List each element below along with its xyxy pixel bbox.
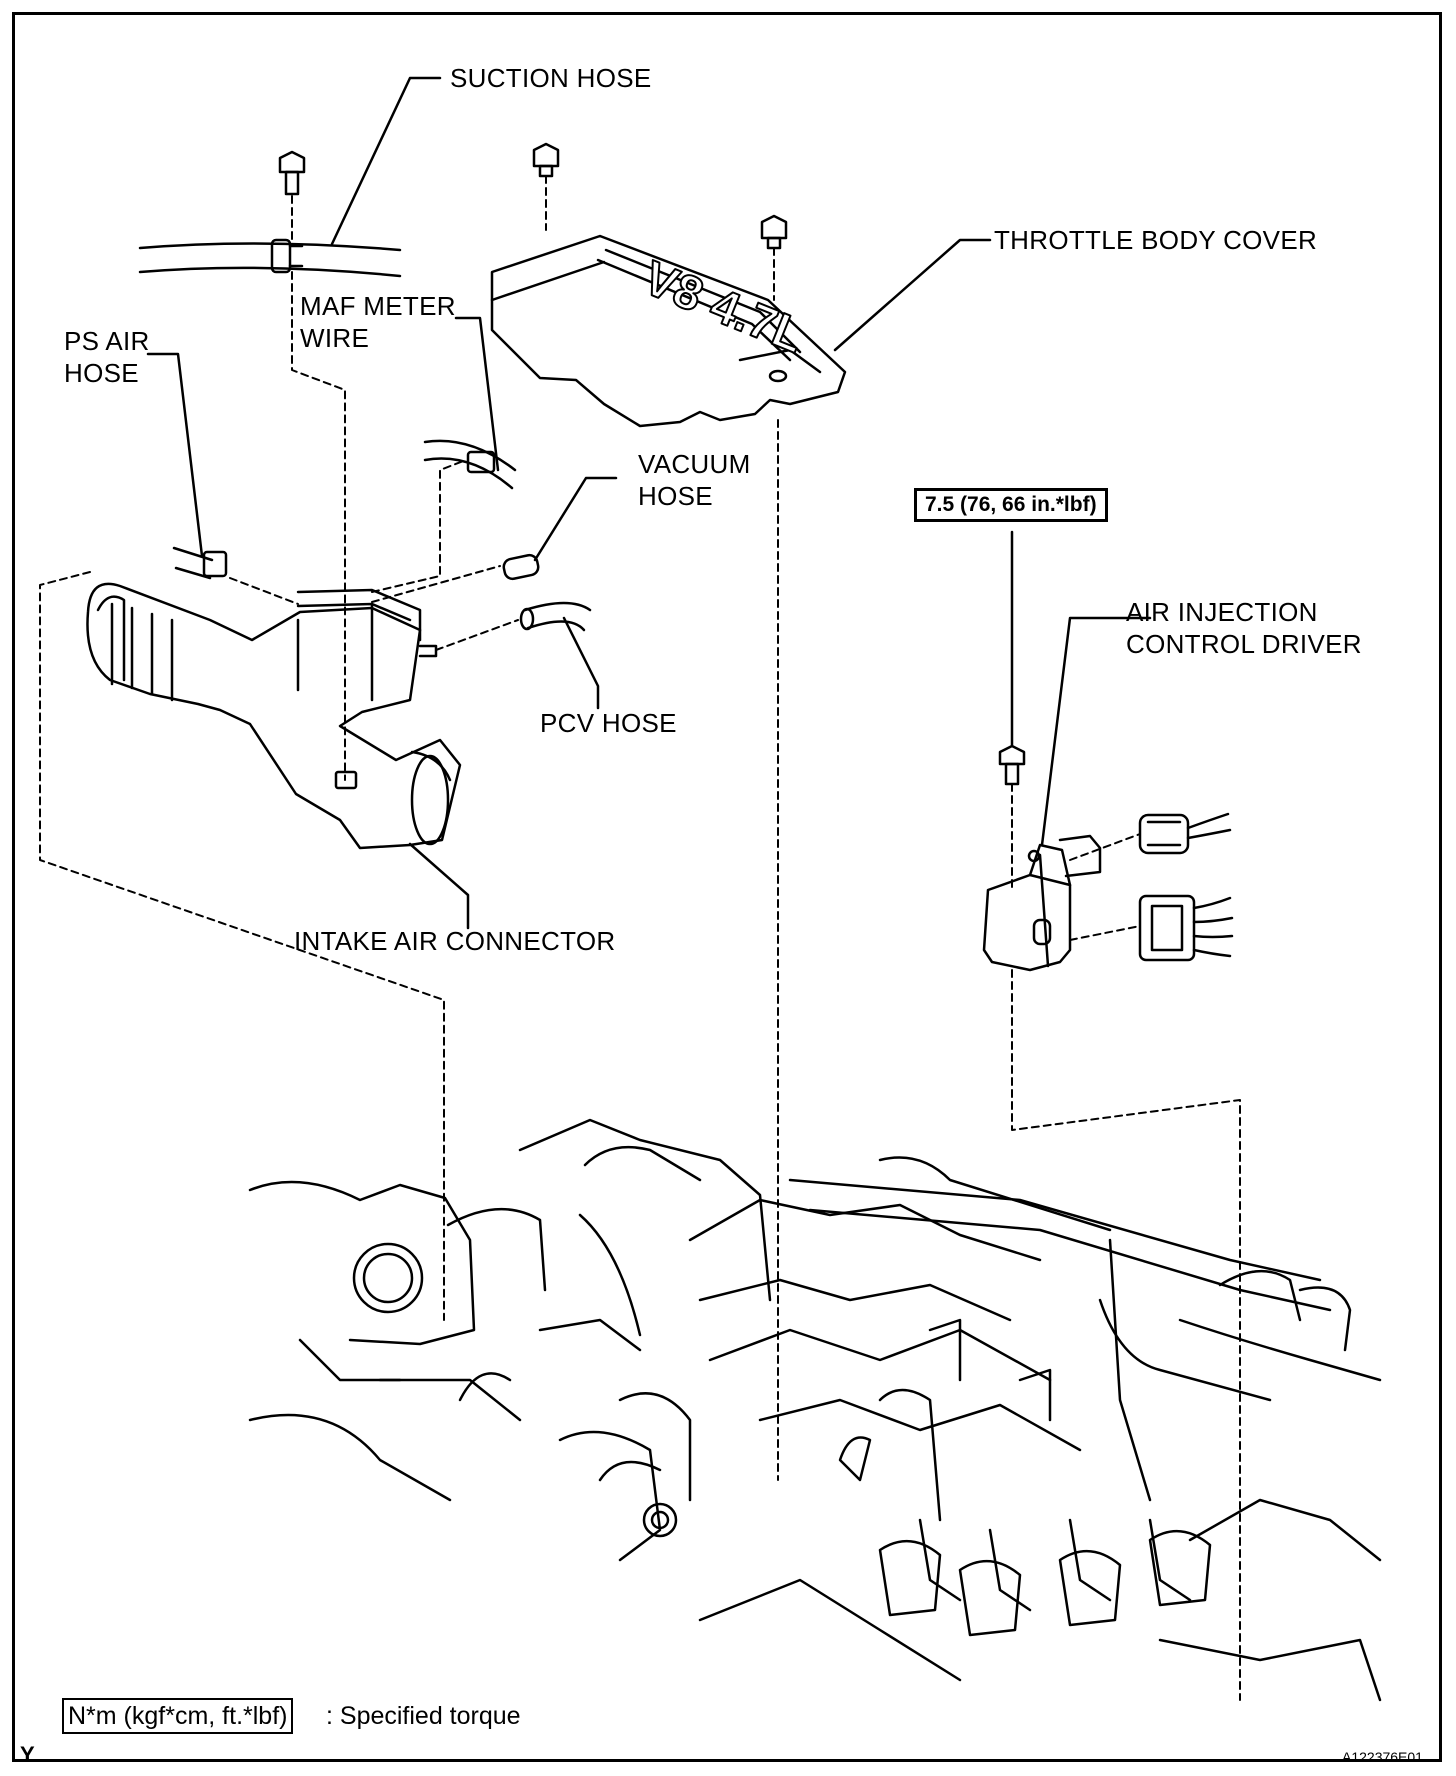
- diagram-frame: [12, 12, 1442, 1762]
- intake-air-connector: [86, 582, 462, 850]
- cover-bolt-left: [532, 142, 560, 178]
- cover-marking: V8 4.7L: [636, 252, 812, 364]
- label-maf-meter-wire-line2: WIRE: [300, 323, 370, 353]
- label-air-injection-line1: AIR INJECTION: [1126, 597, 1318, 627]
- label-vacuum-hose-line1: VACUUM: [638, 449, 751, 479]
- legend-description: : Specified torque: [326, 1702, 521, 1730]
- label-pcv-hose: PCV HOSE: [540, 708, 677, 738]
- ps-air-hose: [172, 546, 228, 580]
- label-air-injection-line2: CONTROL DRIVER: [1126, 629, 1362, 659]
- assembly-lines: [39, 175, 1241, 1701]
- pcv-hose: [519, 601, 592, 632]
- figure-id: A122376E01: [1342, 1749, 1423, 1765]
- driver-bolt: [998, 744, 1026, 786]
- label-intake-air-connector: INTAKE AIR CONNECTOR: [294, 926, 616, 956]
- suction-hose-bolt: [278, 150, 306, 196]
- cover-bolt-right: [760, 214, 788, 250]
- throttle-body-cover: [490, 234, 847, 428]
- label-suction-hose: SUCTION HOSE: [450, 63, 652, 93]
- label-ps-air-hose-line1: PS AIR: [64, 326, 150, 356]
- driver-connector-1: [1138, 812, 1232, 855]
- label-throttle-body-cover: THROTTLE BODY COVER: [994, 225, 1318, 255]
- corner-mark: Y: [20, 1742, 35, 1767]
- legend-torque-box: N*m (kgf*cm, ft.*lbf): [62, 1698, 294, 1734]
- air-injection-control-driver: [982, 834, 1102, 972]
- engine-assembly: [248, 1118, 1382, 1702]
- maf-meter-wire: [423, 439, 517, 490]
- vacuum-hose: [502, 553, 540, 581]
- label-vacuum-hose-line2: HOSE: [638, 481, 713, 511]
- driver-connector-2: [1138, 894, 1234, 962]
- label-ps-air-hose-line2: HOSE: [64, 358, 139, 388]
- label-maf-meter-wire-line1: MAF METER: [300, 291, 456, 321]
- torque-spec-box: 7.5 (76, 66 in.*lbf): [914, 488, 1108, 522]
- leader-lines: [146, 76, 1152, 930]
- suction-hose: [138, 238, 402, 278]
